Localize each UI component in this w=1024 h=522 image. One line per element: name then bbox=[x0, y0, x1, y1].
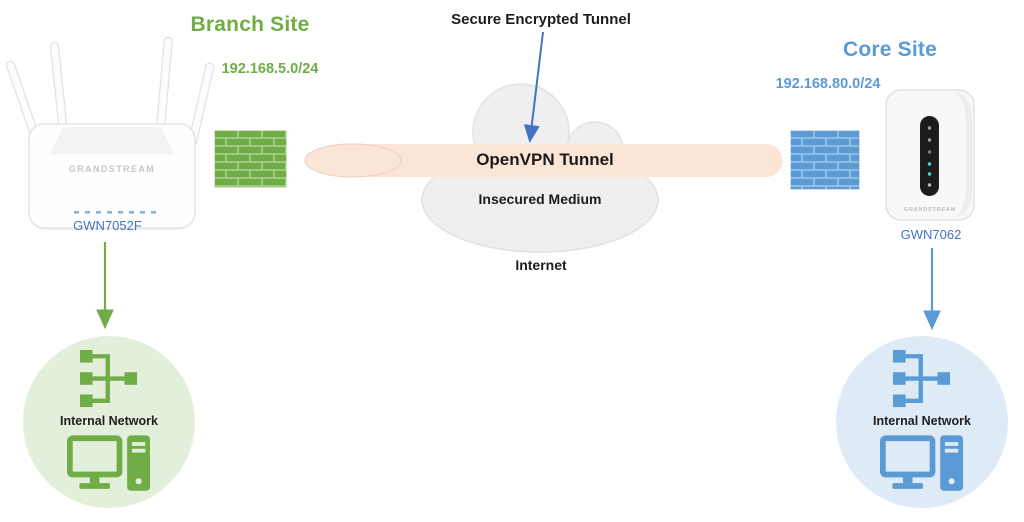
internet-label: Internet bbox=[515, 257, 567, 273]
router-shading bbox=[954, 91, 972, 219]
core-down-arrow bbox=[923, 248, 941, 331]
tunnel-label: OpenVPN Tunnel bbox=[476, 150, 614, 169]
branch-router-image: GRANDSTREAM bbox=[6, 36, 215, 230]
branch-device-label: GWN7052F bbox=[73, 218, 142, 233]
router-led-strip bbox=[920, 116, 939, 196]
router-brand-text: GRANDSTREAM bbox=[904, 207, 956, 213]
tunnel-body bbox=[353, 144, 783, 177]
callout-arrow bbox=[523, 31, 544, 143]
vpn-tunnel-pipe bbox=[304, 143, 783, 178]
branch-internal-network-circle: Internal Network bbox=[23, 336, 195, 508]
branch-firewall-icon bbox=[214, 130, 287, 188]
secure-tunnel-callout: Secure Encrypted Tunnel bbox=[451, 11, 631, 28]
router-leds bbox=[927, 126, 932, 187]
insecured-medium-label: Insecured Medium bbox=[478, 191, 602, 207]
branch-internal-network-label: Internal Network bbox=[60, 414, 158, 428]
core-internal-network-circle: Internal Network bbox=[836, 336, 1008, 508]
core-internal-network-label: Internal Network bbox=[873, 414, 971, 428]
core-firewall-icon bbox=[790, 130, 860, 190]
branch-subnet: 192.168.5.0/24 bbox=[221, 61, 319, 77]
network-tree-icon bbox=[892, 349, 951, 408]
router-antenna bbox=[155, 36, 173, 137]
router-vent bbox=[50, 127, 174, 154]
network-tree-icon bbox=[79, 349, 138, 408]
desktop-computer-icon bbox=[67, 435, 151, 491]
core-device-label: GWN7062 bbox=[900, 227, 962, 242]
tunnel-cap bbox=[304, 143, 402, 178]
core-router-image: GRANDSTREAM bbox=[885, 89, 975, 221]
router-brand-text: GRANDSTREAM bbox=[69, 164, 155, 174]
branch-site-title: Branch Site bbox=[190, 13, 310, 36]
desktop-computer-icon bbox=[880, 435, 964, 491]
router-leds bbox=[74, 211, 156, 214]
core-subnet: 192.168.80.0/24 bbox=[775, 76, 881, 92]
branch-down-arrow bbox=[96, 242, 114, 330]
core-site-title: Core Site bbox=[843, 38, 937, 61]
